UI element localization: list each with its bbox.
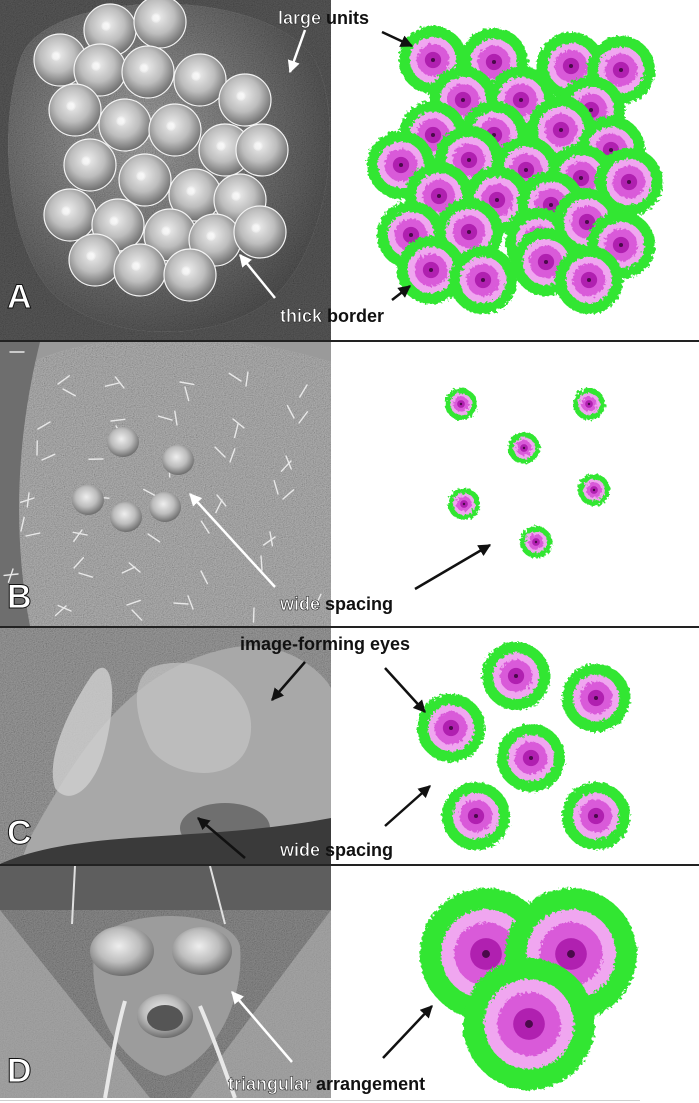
facet-lens: [113, 243, 167, 297]
label-word-arrangement: arrangement: [316, 1074, 426, 1094]
ocellus-dome: [162, 445, 194, 475]
eye-unit-b-2: [573, 388, 605, 420]
eye-unit-b-1: [445, 388, 477, 420]
sem-photo-compound-eye: [0, 0, 331, 340]
eye-unit-c-5: [442, 782, 510, 850]
facet-lens: [73, 43, 127, 97]
facet-lens: [121, 45, 175, 99]
label-image-forming-eyes: image-forming eyes: [240, 634, 410, 655]
eye-unit-b-4: [578, 474, 610, 506]
arrow-wide-spacing-photo: [197, 817, 246, 859]
arrow-wide-spacing-diagram: [384, 785, 431, 827]
arrow-image-forming-photo: [271, 661, 306, 701]
label-image-forming-eyes-text: image-forming eyes: [240, 634, 411, 654]
panel-letter-c: C: [7, 814, 33, 853]
eye-unit-c-3: [417, 694, 485, 762]
arrow-black-triangular: [382, 1005, 433, 1059]
diagram-image-forming-eyes: [331, 628, 699, 864]
eye-unit-a-26: [449, 246, 517, 314]
label-large-units: large units: [278, 8, 369, 29]
facet-lens: [133, 0, 187, 49]
label-word-wide-c: wide: [280, 840, 321, 861]
divider-c-d: [0, 864, 699, 866]
diagram-compound-eye: [331, 0, 699, 340]
panel-b-arrows: [189, 493, 492, 591]
arrow-white-triangular: [231, 991, 293, 1063]
arrow-black-wide-spacing: [414, 543, 492, 591]
panel-letter-d: D: [7, 1052, 33, 1091]
facet-lens: [48, 83, 102, 137]
label-word-thick: thick: [280, 306, 323, 327]
facet-lens: [83, 3, 137, 57]
eye-unit-a-25: [397, 236, 465, 304]
facet-lens: [43, 188, 97, 242]
label-word-wide: wide: [280, 594, 321, 615]
panel-b: B wide spacing: [0, 342, 699, 626]
panel-c: C image-forming eyes wide spacing: [0, 628, 699, 864]
panel-letter-b: B: [7, 578, 33, 617]
label-word-large: large: [278, 8, 322, 29]
ocellus-dome: [107, 427, 139, 457]
sem-photo-ocelli: [0, 342, 331, 626]
eye-unit-c-4: [497, 724, 565, 792]
facet-lens: [148, 103, 202, 157]
facet-lens: [235, 123, 289, 177]
eye-unit-b-3: [508, 432, 540, 464]
panel-letter-a: A: [7, 278, 33, 317]
sem-photo-image-forming-eyes: [0, 628, 331, 864]
divider-a-b: [0, 340, 699, 342]
label-word-border: border: [327, 306, 385, 326]
arrow-white-wide-spacing: [189, 493, 276, 588]
label-triangular-arrangement: triangular arrangement: [228, 1074, 425, 1095]
arrow-black-large-units: [381, 30, 414, 48]
facet-lens: [118, 153, 172, 207]
eye-unit-b-5: [448, 488, 480, 520]
eye-unit-c-1: [482, 642, 550, 710]
eye-unit-d-3: [463, 958, 595, 1090]
divider-b-c: [0, 626, 699, 628]
label-thick-border: thick border: [280, 306, 384, 327]
panel-d-arrows: [231, 991, 433, 1063]
ocellus-dome: [72, 485, 104, 515]
facet-lens: [63, 138, 117, 192]
arrow-white-large-units: [287, 29, 307, 74]
eye-unit-c-2: [562, 664, 630, 732]
label-wide-spacing-b: wide spacing: [280, 594, 393, 615]
label-wide-spacing-c: wide spacing: [280, 840, 393, 861]
diagram-triangular-eyes: [331, 866, 699, 1103]
ocellus-dome: [110, 502, 142, 532]
arrow-image-forming-diagram: [384, 667, 426, 713]
facet-lens: [143, 208, 197, 262]
panel-a-arrows: [239, 29, 414, 301]
label-word-spacing: spacing: [325, 594, 394, 614]
label-word-units: units: [326, 8, 370, 28]
facet-lens: [173, 53, 227, 107]
eye-unit-c-6: [562, 782, 630, 850]
arrow-black-thick-border: [391, 285, 411, 301]
ocellus-dome: [149, 492, 181, 522]
panel-d: D triangular arrangement: [0, 866, 699, 1103]
label-word-triangular: triangular: [228, 1074, 312, 1095]
facet-lens: [218, 73, 272, 127]
panel-a: A large units thick border: [0, 0, 699, 340]
facet-lens: [198, 123, 252, 177]
sem-photo-triangular-eyes: [0, 866, 331, 1103]
facet-lens: [68, 233, 122, 287]
facet-lens: [233, 205, 287, 259]
eye-unit-b-6: [520, 526, 552, 558]
label-word-spacing-c: spacing: [325, 840, 394, 860]
bottom-rule: [0, 1100, 640, 1101]
diagram-ocelli: [331, 342, 699, 626]
facet-lens: [163, 248, 217, 302]
eye-unit-a-28: [555, 246, 623, 314]
panel-c-arrows: [197, 661, 431, 859]
arrow-white-thick-border: [239, 254, 276, 299]
